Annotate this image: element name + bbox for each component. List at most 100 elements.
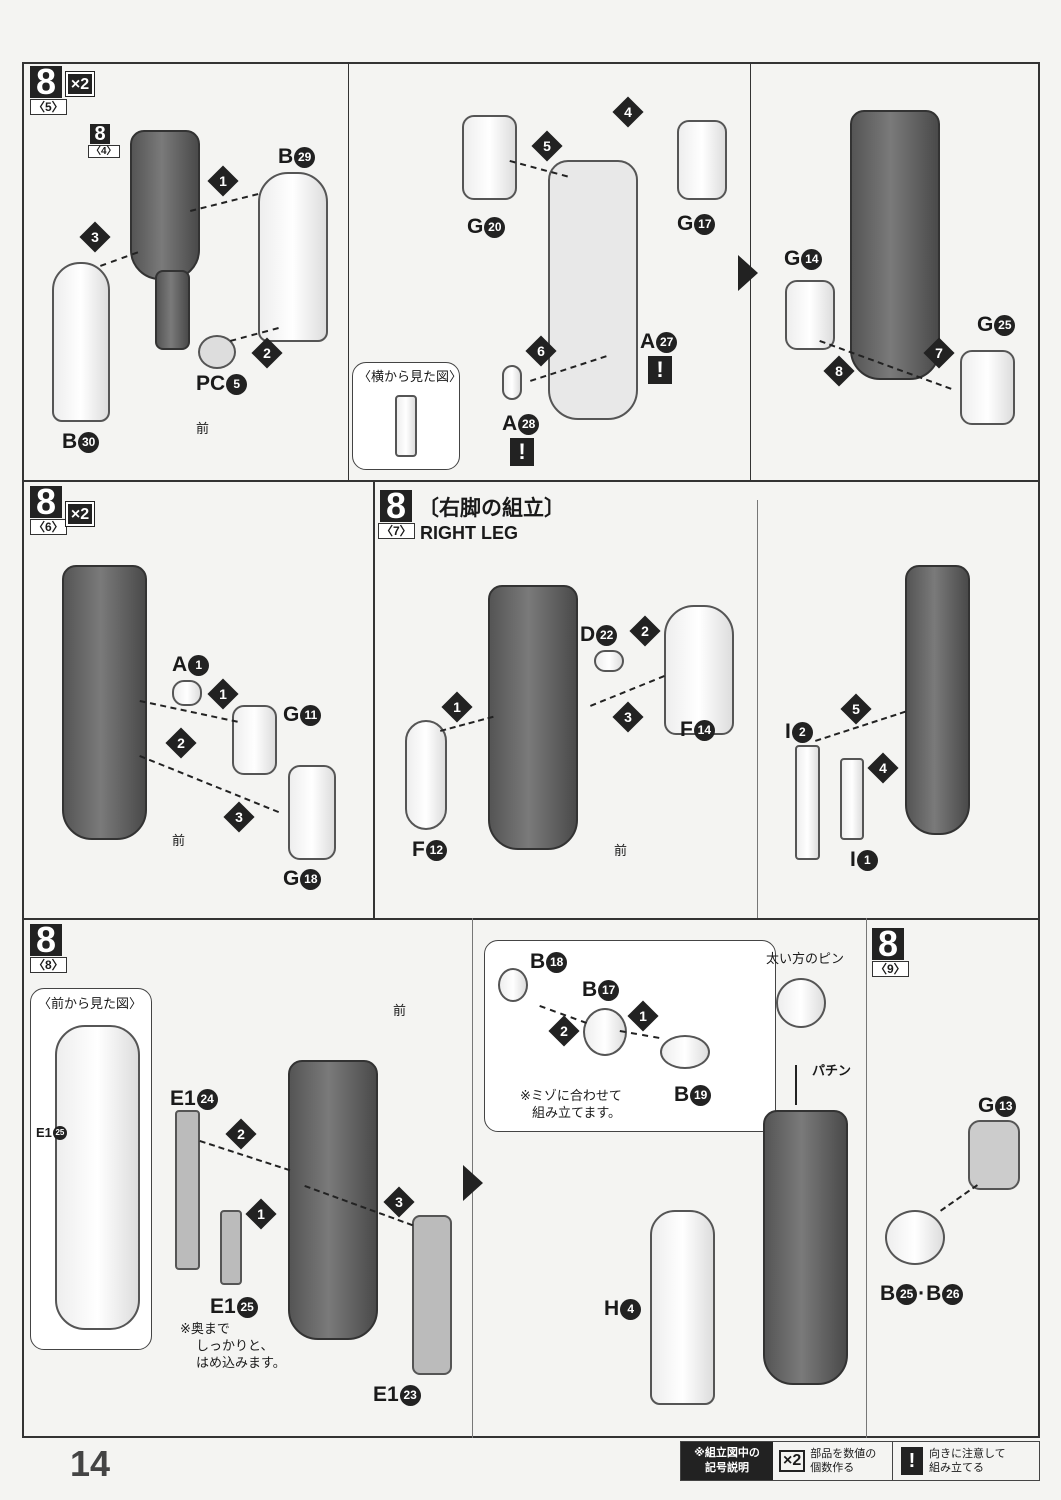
front-indicator: 前	[614, 843, 628, 858]
assembly-note: ※奥までしっかりと、はめ込みます。	[180, 1321, 286, 1370]
next-arrow-icon	[463, 1165, 483, 1201]
order-marker: 3	[223, 801, 255, 833]
frame-part-illustration	[220, 1210, 242, 1285]
frame-part-illustration	[840, 758, 864, 840]
armor-part-illustration	[785, 280, 835, 350]
order-marker: 4	[867, 752, 899, 784]
instruction-frame	[22, 62, 1040, 1438]
order-marker: 3	[383, 1186, 415, 1218]
order-marker: 3	[79, 221, 111, 253]
order-marker: 6	[525, 335, 557, 367]
step-title-jp: 〔右脚の組立〕	[418, 497, 565, 520]
step-number: 8	[380, 488, 412, 524]
side-view-label: 〈横から見た図〉	[358, 369, 463, 384]
pin-note: 太い方のピン	[766, 951, 845, 966]
leg-part-illustration	[905, 565, 970, 835]
frame-part-illustration	[412, 1215, 452, 1375]
order-marker: 1	[207, 678, 239, 710]
armor-part-illustration	[462, 115, 517, 200]
down-arrow-icon	[795, 1065, 797, 1105]
joint-part-illustration	[660, 1035, 710, 1069]
frame-part-illustration	[258, 172, 328, 342]
order-marker: 5	[531, 130, 563, 162]
order-marker: 4	[612, 96, 644, 128]
step-number: 8	[30, 922, 62, 958]
next-arrow-icon	[738, 255, 758, 291]
snap-sound: パチン	[812, 1063, 852, 1078]
leg-part-illustration	[850, 110, 940, 380]
small-part-illustration	[502, 365, 522, 400]
front-view-label: 〈前から見た図〉	[38, 996, 143, 1011]
multiply-icon: ×2	[779, 1450, 806, 1472]
order-marker: 7	[923, 337, 955, 369]
step-sub: 〈5〉	[30, 99, 67, 115]
joint-part-illustration	[885, 1210, 945, 1265]
leg-part-illustration	[548, 160, 638, 420]
order-marker: 1	[207, 165, 239, 197]
small-part-illustration	[172, 680, 202, 706]
divider	[373, 480, 375, 918]
leg-part-illustration	[155, 270, 190, 350]
page-number: 14	[70, 1443, 111, 1484]
armor-part-illustration	[232, 705, 277, 775]
armor-part-illustration	[677, 120, 727, 200]
step-number: 8	[872, 926, 904, 962]
frame-part-illustration	[52, 262, 110, 422]
front-indicator: 前	[393, 1003, 407, 1018]
leg-part-illustration	[288, 1060, 378, 1340]
joint-part-illustration	[498, 968, 528, 1002]
caution-icon: !	[510, 438, 534, 466]
leg-part-illustration	[130, 130, 200, 280]
step-number: 8	[30, 64, 62, 100]
divider	[22, 480, 1040, 482]
multiply-icon: ×2	[65, 501, 95, 527]
order-marker: 5	[840, 693, 872, 725]
order-marker: 1	[245, 1198, 277, 1230]
step-sub: 〈8〉	[30, 957, 67, 973]
step-number: 8	[30, 484, 62, 520]
joint-part-illustration	[583, 1008, 627, 1056]
step-sub: 〈9〉	[872, 961, 909, 977]
order-marker: 2	[629, 615, 661, 647]
leg-part-illustration	[488, 585, 578, 850]
joint-part-illustration	[776, 978, 826, 1028]
side-view-part	[395, 395, 417, 457]
armor-part-illustration	[664, 605, 734, 735]
poly-cap-illustration	[198, 335, 236, 369]
divider	[22, 918, 1040, 920]
frame-part-illustration	[175, 1110, 200, 1270]
front-indicator: 前	[172, 833, 186, 848]
order-marker: 1	[627, 1000, 659, 1032]
legend-title: ※組立図中の記号説明	[681, 1442, 773, 1480]
joint-detail-callout	[484, 940, 776, 1132]
legend-warn-text: 向きに注意して組み立てる	[929, 1448, 1006, 1474]
order-marker: 3	[612, 701, 644, 733]
legend-mult-text: 部品を数値の個数作る	[810, 1448, 877, 1474]
front-view-illustration	[55, 1025, 140, 1330]
front-indicator: 前	[196, 421, 210, 436]
divider	[866, 918, 867, 1438]
caution-icon: !	[901, 1447, 923, 1475]
